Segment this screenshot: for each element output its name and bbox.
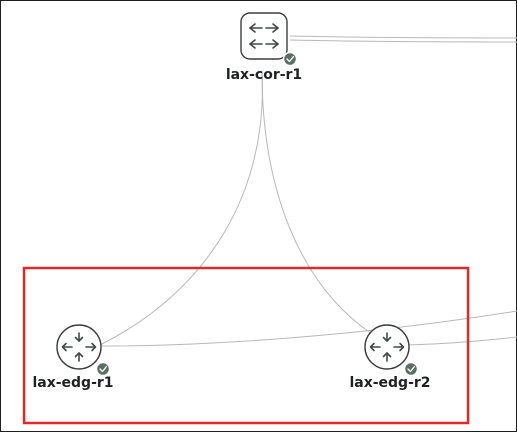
highlight-box: [22, 266, 470, 425]
status-ok-badge: [282, 51, 298, 67]
node-lax-edg-r2[interactable]: lax-edg-r2: [349, 324, 431, 391]
check-icon: [95, 361, 111, 377]
link-lax-cor-r1-to-offscreen-b[interactable]: [289, 39, 517, 43]
router-icon: [364, 324, 410, 370]
router-icon: [56, 324, 102, 370]
links-layer: [99, 35, 517, 347]
node-lax-edg-r1[interactable]: lax-edg-r1: [32, 324, 114, 391]
node-label-lax-cor-r1: lax-cor-r1: [226, 67, 302, 83]
check-icon: [282, 51, 298, 67]
link-lax-edg-r2-to-offscreen[interactable]: [405, 336, 517, 346]
switch-arrows-glyph: [249, 23, 279, 49]
link-lax-edg-r1-to-offscreen[interactable]: [101, 310, 517, 347]
link-lax-cor-r1-to-lax-edg-r2[interactable]: [261, 71, 373, 335]
link-lax-cor-r1-to-offscreen[interactable]: [289, 35, 517, 39]
node-label-lax-edg-r2: lax-edg-r2: [349, 375, 430, 391]
status-ok-badge: [95, 361, 111, 377]
router-arrows-glyph: [61, 332, 97, 362]
router-arrows-glyph: [369, 332, 405, 362]
node-lax-cor-r1[interactable]: lax-cor-r1: [226, 12, 302, 83]
link-lax-cor-r1-to-lax-edg-r1[interactable]: [99, 71, 263, 346]
node-label-lax-edg-r1: lax-edg-r1: [32, 375, 113, 391]
check-icon: [403, 361, 419, 377]
switch-icon: [240, 12, 288, 60]
status-ok-badge: [403, 361, 419, 377]
